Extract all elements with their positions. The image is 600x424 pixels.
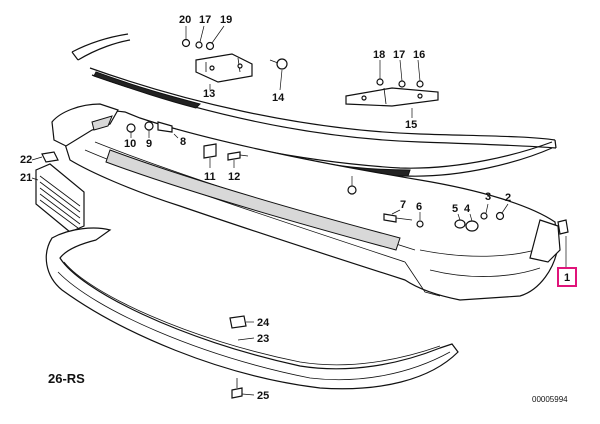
label-part-15: 15 xyxy=(405,119,417,131)
drawing-number: 00005994 xyxy=(532,395,568,404)
label-part-10: 10 xyxy=(124,138,136,150)
highlight-part-1: 1 xyxy=(557,267,577,287)
label-part-11: 11 xyxy=(204,171,216,183)
label-part-25: 25 xyxy=(257,390,269,402)
label-part-18: 18 xyxy=(373,49,385,61)
label-part-5: 5 xyxy=(452,203,458,215)
label-part-23: 23 xyxy=(257,333,269,345)
part-labels: 20 17 19 13 14 18 17 16 15 10 9 8 11 12 … xyxy=(20,14,511,402)
highlight-box xyxy=(557,267,577,287)
label-part-8: 8 xyxy=(180,136,186,148)
label-part-16: 16 xyxy=(413,49,425,61)
label-part-3: 3 xyxy=(485,191,491,203)
label-part-21: 21 xyxy=(20,172,32,184)
diagram-caption: 26-RS xyxy=(48,371,85,386)
mounting-bracket-left xyxy=(195,53,253,83)
label-part-12: 12 xyxy=(228,171,240,183)
label-part-6: 6 xyxy=(416,201,422,213)
mounting-bracket-right xyxy=(345,87,439,107)
label-part-22: 22 xyxy=(20,154,32,166)
label-part-4: 4 xyxy=(464,203,471,215)
upper-trim-strip xyxy=(71,33,557,149)
label-part-2: 2 xyxy=(505,192,511,204)
lower-apron xyxy=(45,227,459,390)
label-part-24: 24 xyxy=(257,317,270,329)
grille-insert xyxy=(35,163,85,233)
leader-lines xyxy=(31,25,567,396)
label-part-7: 7 xyxy=(400,199,406,211)
label-part-17-top: 17 xyxy=(199,14,211,26)
label-part-9: 9 xyxy=(146,138,152,150)
label-part-19: 19 xyxy=(220,14,232,26)
label-part-13: 13 xyxy=(203,88,215,100)
label-part-20: 20 xyxy=(179,14,191,26)
bumper-body xyxy=(51,103,561,301)
label-part-1: 1 xyxy=(564,272,570,284)
label-part-17-right: 17 xyxy=(393,49,405,61)
label-part-14: 14 xyxy=(272,92,285,104)
fasteners xyxy=(41,38,569,399)
